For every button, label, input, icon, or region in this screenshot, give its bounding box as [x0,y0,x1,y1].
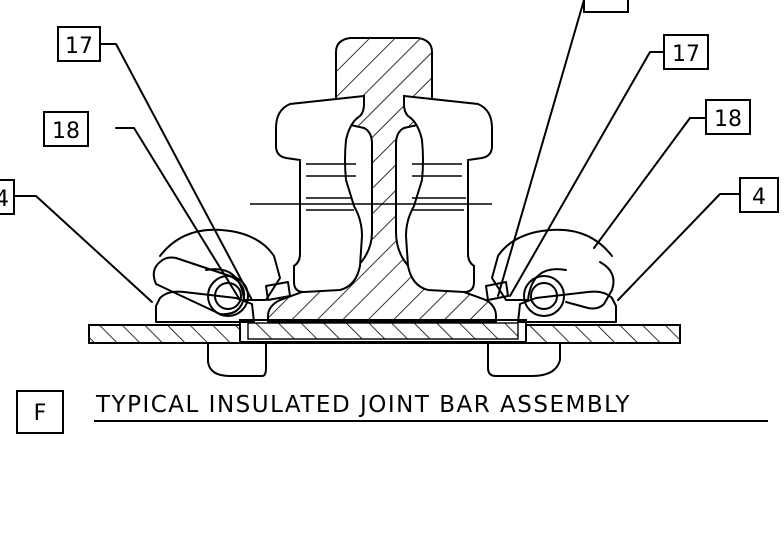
callout-18-right: 18 [705,99,751,135]
svg-text:18: 18 [52,119,80,144]
callout-18-left: 18 [43,111,89,147]
callout-4-right: 4 [739,177,779,213]
svg-text:4: 4 [752,185,766,210]
svg-text:18: 18 [714,107,742,132]
svg-text:17: 17 [65,34,93,59]
callout-17-left: 17 [57,26,101,62]
svg-text:4: 4 [0,187,9,212]
callout-top [583,0,629,13]
tie-plate [88,319,681,344]
clip-assembly-left [152,228,291,323]
joint-bar-left [275,94,365,294]
drawing-title: TYPICAL INSULATED JOINT BAR ASSEMBLY [95,392,631,418]
joint-bar-right [403,94,493,294]
clip-assembly-right [485,228,617,323]
under-plate-clips [207,342,561,377]
callout-17-right: 17 [663,34,709,70]
leader-lines [13,0,741,303]
callout-4-left: 4 [0,179,15,215]
view-letter-box: F [16,390,64,434]
svg-text:17: 17 [672,42,700,67]
rail-section [267,37,497,323]
svg-text:F: F [34,401,47,426]
